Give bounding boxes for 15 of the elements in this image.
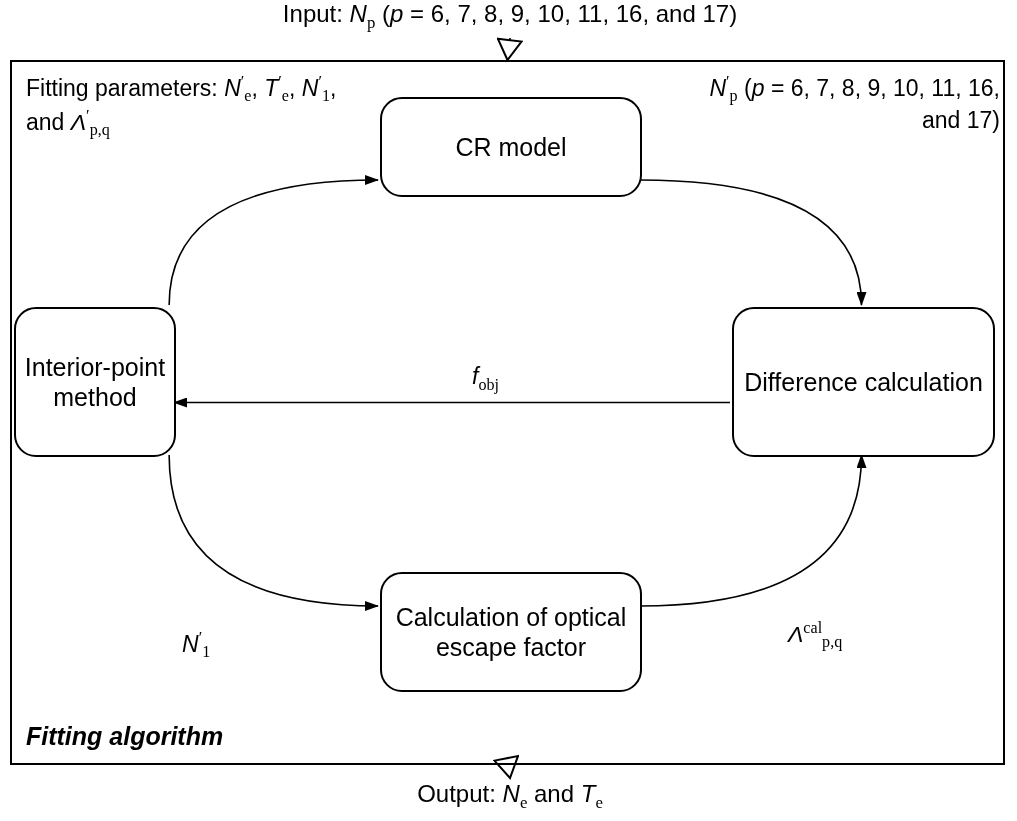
node-label: Interior-point method <box>24 352 166 412</box>
process-box <box>14 307 176 457</box>
triangle-arrow <box>496 37 523 61</box>
node-label: CR model <box>455 132 567 162</box>
triangle-arrow <box>493 755 519 779</box>
algorithm-frame <box>10 60 1005 765</box>
arrow <box>168 175 379 306</box>
node-label: Calculation of optical escape factor <box>394 602 628 662</box>
node-label: Difference calculation <box>744 367 983 397</box>
process-box <box>380 97 642 197</box>
process-box <box>380 572 642 692</box>
input-text: Input: N$_{p}$ (p = 6, 7, 8, 9, 10, 11, 16, and 17) <box>230 0 790 36</box>
output-text: Output: N$_{e}$ and T$_{e}$ <box>330 780 690 816</box>
process-box <box>732 307 995 457</box>
arrow <box>168 454 379 611</box>
